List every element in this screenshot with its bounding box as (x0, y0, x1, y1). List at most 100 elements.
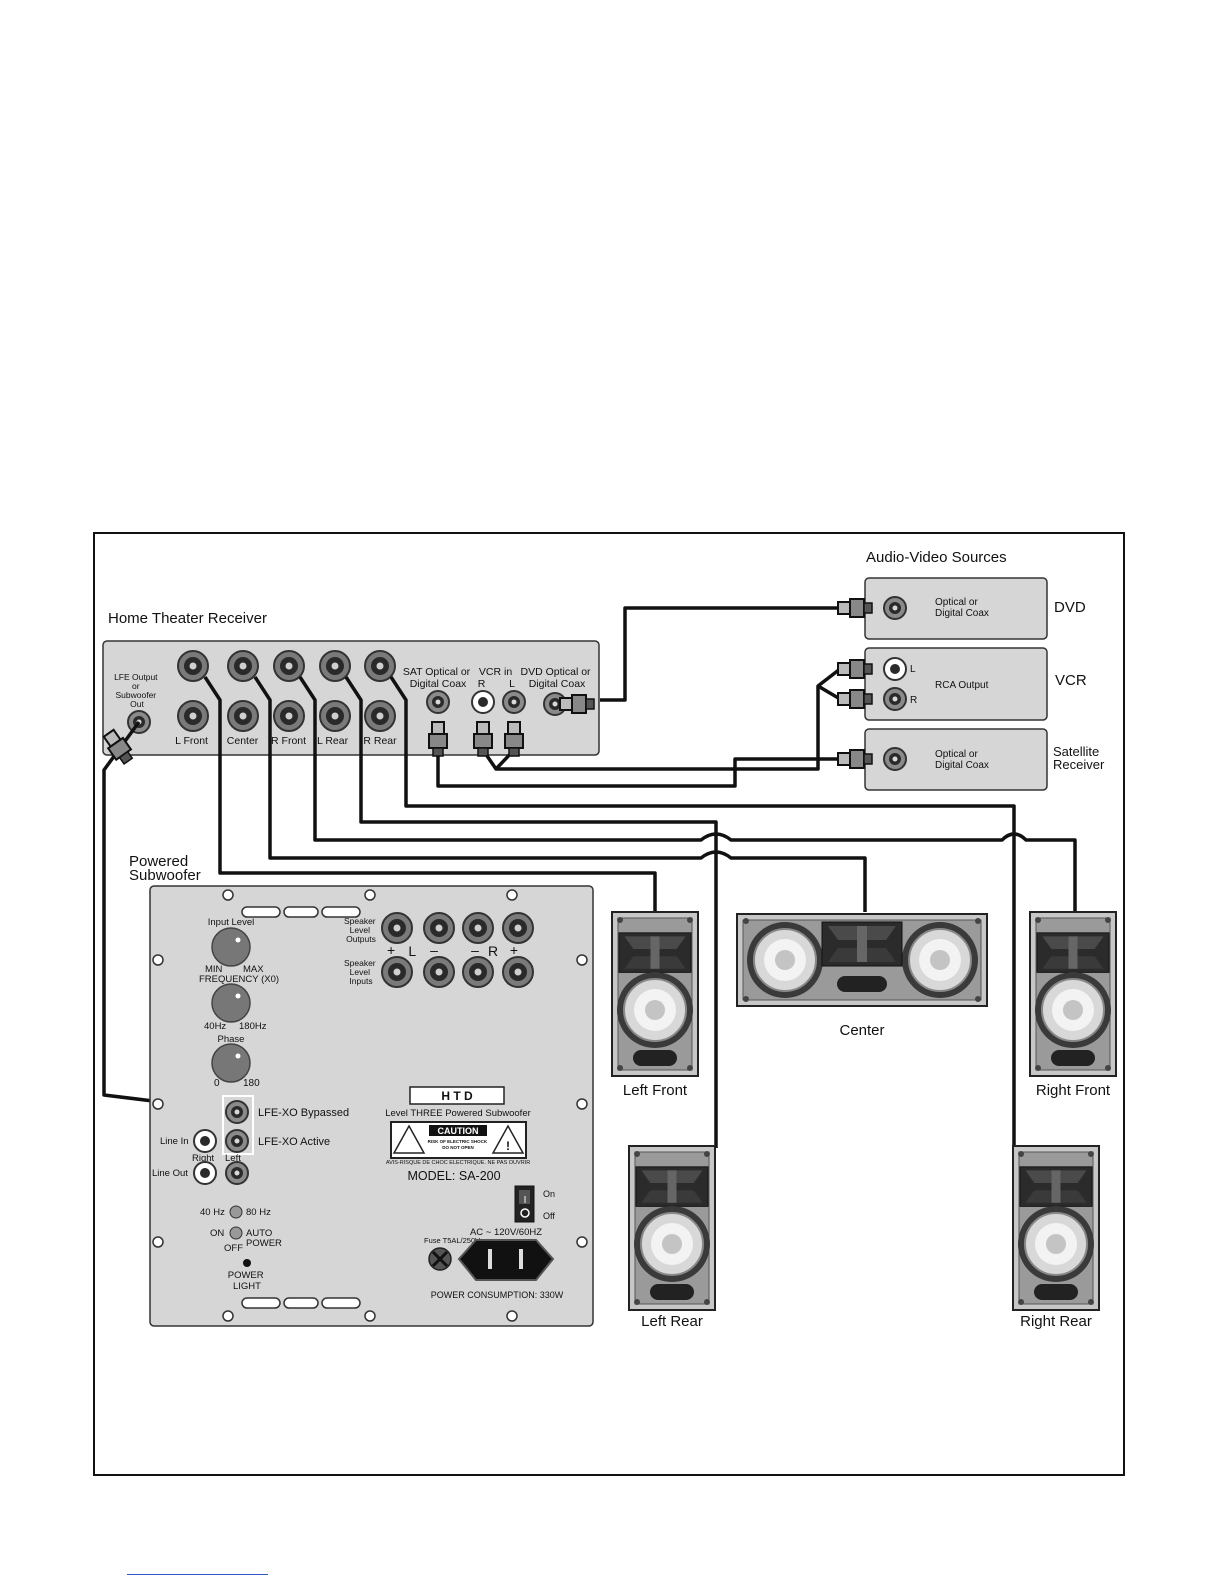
jack-label-r-rear: R Rear (363, 735, 397, 747)
power-light-led (243, 1259, 251, 1267)
line-out-right-jack[interactable] (193, 1161, 217, 1185)
center-cable (253, 676, 867, 912)
left-rear-speaker (629, 1146, 715, 1310)
htd-logo-box (409, 1086, 505, 1105)
satellite-output-jack[interactable] (883, 747, 907, 771)
polarity-labels: + L – – R + (387, 942, 518, 959)
jack-label-l-front: L Front (175, 735, 208, 747)
sat-input-jack[interactable] (426, 690, 450, 714)
phase-knob[interactable] (211, 1043, 251, 1083)
speaker-in-r-minus[interactable] (462, 956, 494, 988)
vcr-source: L R RCA Output (864, 647, 1048, 721)
right-rear-cable (389, 676, 1016, 1148)
lfe-output-label: LFE Output or Subwoofer Out (114, 672, 160, 709)
line-out-label: Line Out (152, 1168, 188, 1179)
vcr-r-label: R (910, 695, 917, 706)
speaker-out-l-plus[interactable] (381, 912, 413, 944)
center-speaker (736, 913, 988, 1007)
hz40-label: 40Hz (204, 1021, 226, 1032)
speaker-out-r-plus[interactable] (502, 912, 534, 944)
satellite-output-label: Optical or Digital Coax (935, 749, 989, 771)
off-label: OFF (224, 1243, 243, 1254)
vcr-output-right-jack[interactable] (883, 687, 907, 711)
r-front-jack-top[interactable] (273, 650, 305, 682)
center-jack-bottom[interactable] (227, 700, 259, 732)
min-label: MIN (205, 964, 223, 975)
lfe-xo-bypassed-label: LFE-XO Bypassed (258, 1107, 349, 1119)
l-rear-jack-bottom[interactable] (319, 700, 351, 732)
right-front-cable (298, 676, 1077, 912)
vcr-input-label: VCR in R L (478, 666, 515, 690)
lfe-xo-active-jack[interactable] (225, 1129, 249, 1153)
speaker-in-l-minus[interactable] (423, 956, 455, 988)
satellite-label: Satellite Receiver (1053, 744, 1105, 772)
vcr-input-right-jack[interactable] (471, 690, 495, 714)
fuse-label: Fuse T5AL/250V (424, 1236, 480, 1245)
cables (102, 606, 1077, 1148)
home-theater-receiver: LFE Output or Subwoofer Out L Front Cent… (102, 640, 600, 756)
left-front-label: Left Front (623, 1082, 688, 1099)
auto-power-switch[interactable] (229, 1226, 243, 1240)
right-front-label: Right Front (1036, 1082, 1111, 1099)
dvd-output-label: Optical or Digital Coax (935, 597, 989, 619)
switch-on-label: On (543, 1189, 555, 1199)
phase-0-label: 0 (214, 1078, 220, 1089)
center-jack-top[interactable] (227, 650, 259, 682)
speaker-in-l-plus[interactable] (381, 956, 413, 988)
left-rear-cable (344, 676, 718, 1148)
line-in-right-jack[interactable] (193, 1129, 217, 1153)
hz180-label: 180Hz (239, 1021, 267, 1032)
shock-warning-icon (392, 1124, 426, 1154)
caution-text: CAUTION (438, 1126, 479, 1136)
l-rear-jack-top[interactable] (319, 650, 351, 682)
speaker-in-r-plus[interactable] (502, 956, 534, 988)
vents (241, 906, 361, 1309)
r-front-jack-bottom[interactable] (273, 700, 305, 732)
ac-label: AC ~ 120V/60HZ (470, 1227, 542, 1238)
sw-80hz-label: 80 Hz (246, 1207, 271, 1218)
vcr-input-left-jack[interactable] (502, 690, 526, 714)
frequency-label: FREQUENCY (X0) (199, 974, 279, 985)
lfe-xo-frame (222, 1095, 254, 1155)
mounting-holes (152, 889, 588, 1322)
left-rear-label: Left Rear (641, 1313, 703, 1330)
power-consumption-label: POWER CONSUMPTION: 330W (431, 1290, 564, 1300)
model-label: MODEL: SA-200 (407, 1169, 500, 1183)
r-rear-jack-bottom[interactable] (364, 700, 396, 732)
dvd-input-label: DVD Optical or Digital Coax (521, 666, 594, 690)
dvd-output-jack[interactable] (883, 596, 907, 620)
crossover-switch[interactable] (229, 1205, 243, 1219)
dvd-label: DVD (1054, 599, 1086, 616)
ac-power-socket[interactable] (457, 1239, 555, 1281)
phase-180-label: 180 (243, 1078, 260, 1089)
max-label: MAX (243, 964, 264, 975)
input-level-label: Input Level (208, 917, 254, 928)
left-front-cable (203, 676, 657, 912)
svg-text:!: ! (506, 1139, 510, 1153)
subwoofer-panel: Input Level MIN MAX FREQUENCY (X0) 40Hz … (149, 885, 594, 1327)
speaker-out-l-minus[interactable] (423, 912, 455, 944)
jack-label-l-rear: L Rear (317, 735, 349, 747)
receiver-title: Home Theater Receiver (108, 610, 267, 627)
vcr-cable-left-branch (817, 684, 841, 701)
htd-logo: H T D (441, 1089, 473, 1103)
on-label: ON (210, 1228, 224, 1239)
sat-input-label: SAT Optical or Digital Coax (403, 666, 473, 690)
footer-rule (127, 1574, 268, 1575)
input-level-knob[interactable] (211, 927, 251, 967)
speaker-out-r-minus[interactable] (462, 912, 494, 944)
l-front-jack-bottom[interactable] (177, 700, 209, 732)
vcr-cable-right (481, 667, 842, 771)
sw-40hz-label: 40 Hz (200, 1207, 225, 1218)
caution-subtext: RISK OF ELECTRIC SHOCK DO NOT OPEN (428, 1139, 489, 1150)
vcr-label: VCR (1055, 672, 1087, 689)
r-rear-jack-top[interactable] (364, 650, 396, 682)
lfe-xo-bypassed-jack[interactable] (225, 1100, 249, 1124)
subwoofer-title: Powered Subwoofer (129, 853, 201, 884)
vcr-output-left-jack[interactable] (883, 657, 907, 681)
l-front-jack-top[interactable] (177, 650, 209, 682)
line-out-left-jack[interactable] (225, 1161, 249, 1185)
frequency-knob[interactable] (211, 983, 251, 1023)
avis-text: AVIS-RISQUE DE CHOC ELECTRIQUE. NE PAS O… (386, 1160, 530, 1166)
